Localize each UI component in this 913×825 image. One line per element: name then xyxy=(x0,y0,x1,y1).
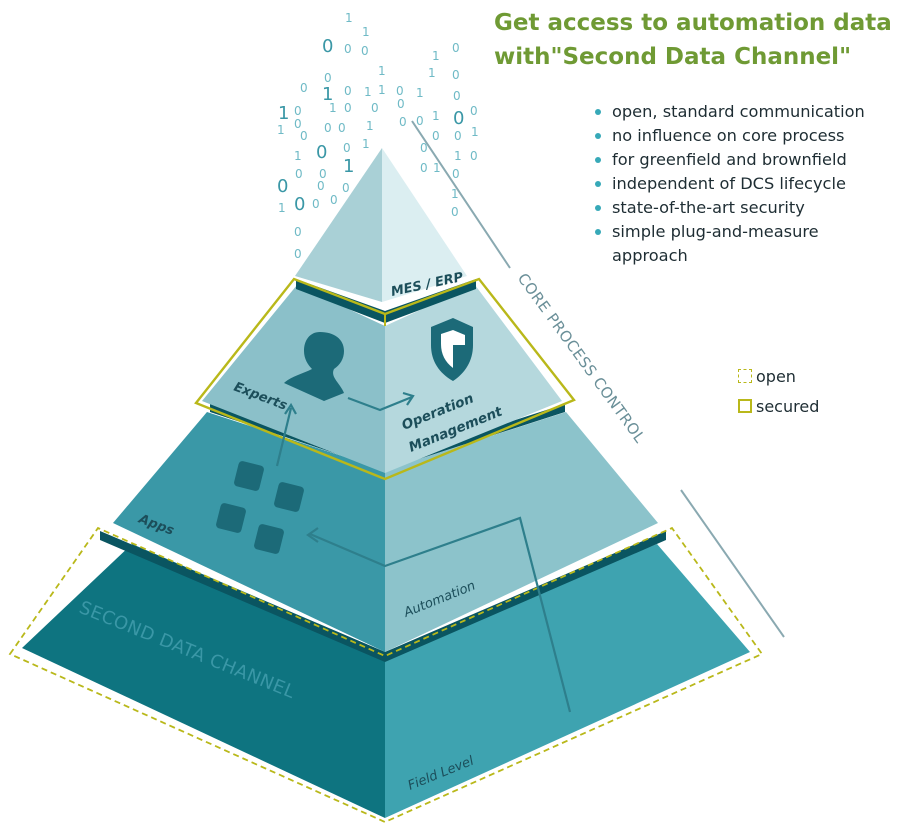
binary-digit: 0 xyxy=(432,129,440,143)
benefit-item: for greenfield and brownfield xyxy=(594,148,910,172)
benefit-item: state-of-the-art security xyxy=(594,196,910,220)
benefit-item: independent of DCS lifecycle xyxy=(594,172,910,196)
binary-digit: 1 xyxy=(329,101,337,115)
headline-line-2: with"Second Data Channel" xyxy=(494,44,852,70)
binary-digit: 1 xyxy=(432,109,440,123)
binary-digit: 0 xyxy=(344,84,352,98)
legend-open-label: open xyxy=(756,366,796,386)
benefit-item: open, standard communication xyxy=(594,100,910,124)
binary-digit: 0 xyxy=(420,141,428,155)
binary-digit: 1 xyxy=(451,187,459,201)
binary-digit: 1 xyxy=(433,161,441,175)
binary-digit: 0 xyxy=(324,71,332,85)
binary-digit: 0 xyxy=(470,104,478,118)
binary-digit: 1 xyxy=(454,149,462,163)
binary-digit: 0 xyxy=(295,167,303,181)
person-icon xyxy=(284,332,344,401)
binary-digit: 0 xyxy=(344,42,352,56)
binary-digit: 1 xyxy=(428,66,436,80)
binary-digit: 0 xyxy=(317,179,325,193)
open-outline xyxy=(8,526,764,823)
field-level-block xyxy=(22,544,750,818)
binary-digit: 0 xyxy=(396,84,404,98)
binary-digit: 1 xyxy=(364,85,372,99)
binary-digit: 0 xyxy=(452,41,460,55)
secured-outline xyxy=(194,277,576,481)
binary-digit: 1 xyxy=(416,86,424,100)
binary-digit: 0 xyxy=(343,141,351,155)
binary-digit: 0 xyxy=(452,68,460,82)
binary-digit: 0 xyxy=(277,176,288,197)
binary-digit: 0 xyxy=(300,129,308,143)
binary-digit: 1 xyxy=(322,84,333,105)
binary-digit: 1 xyxy=(362,137,370,151)
headline-line-1: Get access to automation data xyxy=(494,10,892,36)
binary-digit: 1 xyxy=(378,83,386,97)
binary-digit: 1 xyxy=(471,125,479,139)
binary-digit: 1 xyxy=(278,201,286,215)
binary-digit: 1 xyxy=(366,119,374,133)
benefit-item: simple plug-and-measure xyxy=(594,220,910,244)
binary-digit: 0 xyxy=(294,247,302,261)
benefit-list: open, standard communication no influenc… xyxy=(594,100,910,268)
binary-digit: 0 xyxy=(322,36,333,57)
binary-digit: 0 xyxy=(454,129,462,143)
binary-digit: 0 xyxy=(451,205,459,219)
headline: Get access to automation data with"Secon… xyxy=(494,6,909,74)
mes-erp-block xyxy=(295,148,467,302)
benefit-item-continuation: approach xyxy=(612,246,688,265)
apps-grid-icon xyxy=(216,461,304,554)
binary-digit: 0 xyxy=(453,108,464,129)
binary-digit: 0 xyxy=(330,193,338,207)
binary-digit: 0 xyxy=(452,167,460,181)
binary-digit: 0 xyxy=(294,104,302,118)
binary-digit: 1 xyxy=(432,49,440,63)
binary-digit: 0 xyxy=(294,117,302,131)
binary-digit: 0 xyxy=(300,81,308,95)
binary-digit: 1 xyxy=(294,149,302,163)
binary-digit: 0 xyxy=(319,167,327,181)
automation-block xyxy=(113,412,658,652)
benefit-item: no influence on core process xyxy=(594,124,910,148)
binary-digit: 1 xyxy=(277,123,285,137)
binary-digit: 0 xyxy=(294,225,302,239)
binary-digit: 0 xyxy=(399,115,407,129)
binary-digit: 1 xyxy=(362,25,370,39)
binary-digit: 0 xyxy=(294,194,305,215)
binary-digit: 1 xyxy=(278,103,289,124)
legend-secured-label: secured xyxy=(756,396,820,416)
legend: open secured xyxy=(738,360,819,422)
binary-digit: 1 xyxy=(378,64,386,78)
shield-icon xyxy=(431,318,473,381)
binary-digit: 0 xyxy=(397,97,405,111)
binary-digit: 0 xyxy=(361,44,369,58)
binary-digit: 0 xyxy=(342,181,350,195)
solid-square-icon xyxy=(738,399,752,413)
binary-digit: 1 xyxy=(345,11,353,25)
legend-open: open xyxy=(738,360,819,392)
flow-arrows xyxy=(275,391,572,713)
binary-digit: 0 xyxy=(338,121,346,135)
binary-digit: 0 xyxy=(470,149,478,163)
core-process-line xyxy=(411,120,785,638)
binary-digit: 0 xyxy=(371,101,379,115)
binary-digit: 0 xyxy=(324,121,332,135)
legend-secured: secured xyxy=(738,390,819,422)
binary-digit: 0 xyxy=(316,142,327,163)
binary-digit: 0 xyxy=(312,197,320,211)
binary-digit: 0 xyxy=(416,114,424,128)
binary-digit: 1 xyxy=(343,156,354,177)
binary-digit: 0 xyxy=(453,89,461,103)
dashed-square-icon xyxy=(738,369,752,383)
binary-digit: 0 xyxy=(420,161,428,175)
binary-digit: 0 xyxy=(344,101,352,115)
